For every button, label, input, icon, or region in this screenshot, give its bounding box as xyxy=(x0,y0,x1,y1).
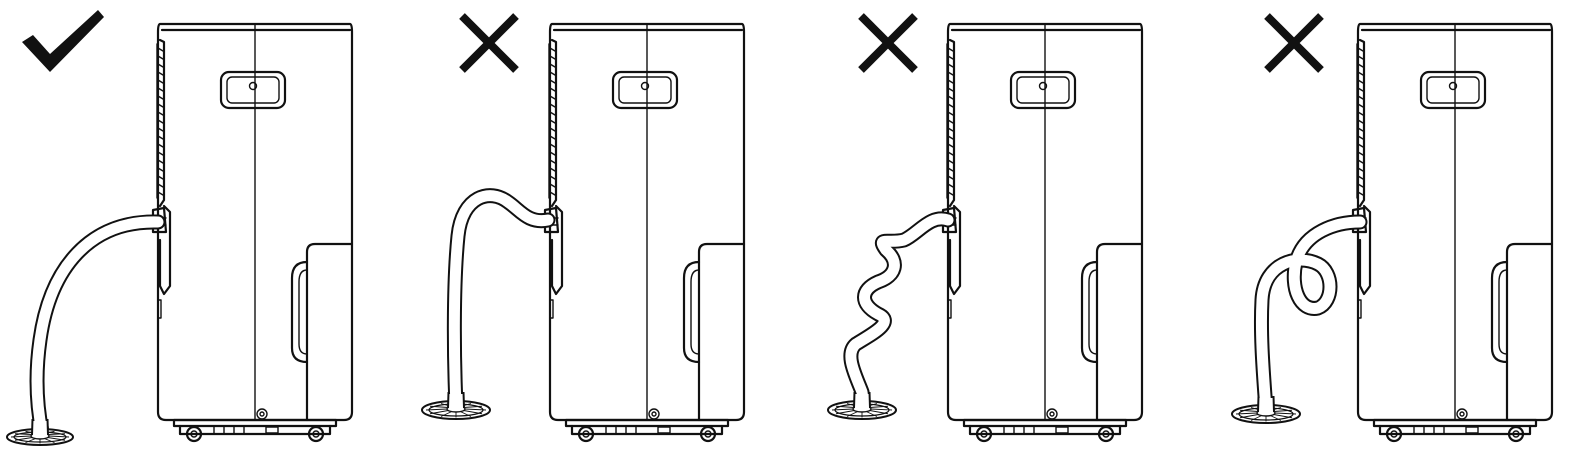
hose-stub xyxy=(447,391,465,409)
hose-foot xyxy=(421,400,491,420)
portable-ac-unit xyxy=(1351,22,1554,443)
handle-recess xyxy=(1009,70,1077,110)
wheel-icon xyxy=(185,425,203,443)
water-tank-panel xyxy=(305,242,354,422)
hose-stub xyxy=(853,391,871,409)
hose-foot xyxy=(6,428,74,446)
hose-stub xyxy=(31,418,49,436)
tank-handle xyxy=(1490,260,1509,364)
portable-ac-unit xyxy=(543,22,746,443)
unit-base xyxy=(172,418,338,428)
exhaust-hose xyxy=(1253,214,1368,418)
unit-body xyxy=(946,22,1144,422)
wheel-icon xyxy=(699,425,717,443)
screw-icon xyxy=(248,81,258,91)
unit-base xyxy=(962,418,1128,428)
unit-body xyxy=(1356,22,1554,422)
cross-mark-icon xyxy=(459,13,519,73)
water-tank-panel xyxy=(1095,242,1144,422)
tank-handle xyxy=(682,260,701,364)
screw-icon xyxy=(1038,81,1048,91)
tank-handle xyxy=(290,260,309,364)
unit-body xyxy=(156,22,354,422)
wheel-icon xyxy=(577,425,595,443)
drain-plug-icon xyxy=(256,408,268,420)
unit-base xyxy=(1372,418,1538,428)
exhaust-hose xyxy=(843,211,956,418)
handle-recess xyxy=(611,70,679,110)
drain-plug-icon xyxy=(1456,408,1468,420)
screw-icon xyxy=(1448,81,1458,91)
check-mark-icon xyxy=(22,10,104,72)
exhaust-hose xyxy=(446,188,556,413)
wheel-icon xyxy=(1385,425,1403,443)
screw-icon xyxy=(640,81,650,91)
water-tank-panel xyxy=(697,242,746,422)
handle-recess xyxy=(219,70,287,110)
wheel-icon xyxy=(975,425,993,443)
hose-stub xyxy=(1257,395,1275,413)
portable-ac-unit xyxy=(941,22,1144,443)
wheel-icon xyxy=(1507,425,1525,443)
exhaust-hose xyxy=(29,214,166,440)
cross-mark-icon xyxy=(1264,13,1324,73)
unit-base xyxy=(564,418,730,428)
water-tank-panel xyxy=(1505,242,1554,422)
portable-ac-unit xyxy=(151,22,354,443)
drain-plug-icon xyxy=(1046,408,1058,420)
handle-recess xyxy=(1419,70,1487,110)
wheel-icon xyxy=(1097,425,1115,443)
tank-handle xyxy=(1080,260,1099,364)
cross-mark-icon xyxy=(858,13,918,73)
wheel-icon xyxy=(307,425,325,443)
unit-body xyxy=(548,22,746,422)
drain-plug-icon xyxy=(648,408,660,420)
